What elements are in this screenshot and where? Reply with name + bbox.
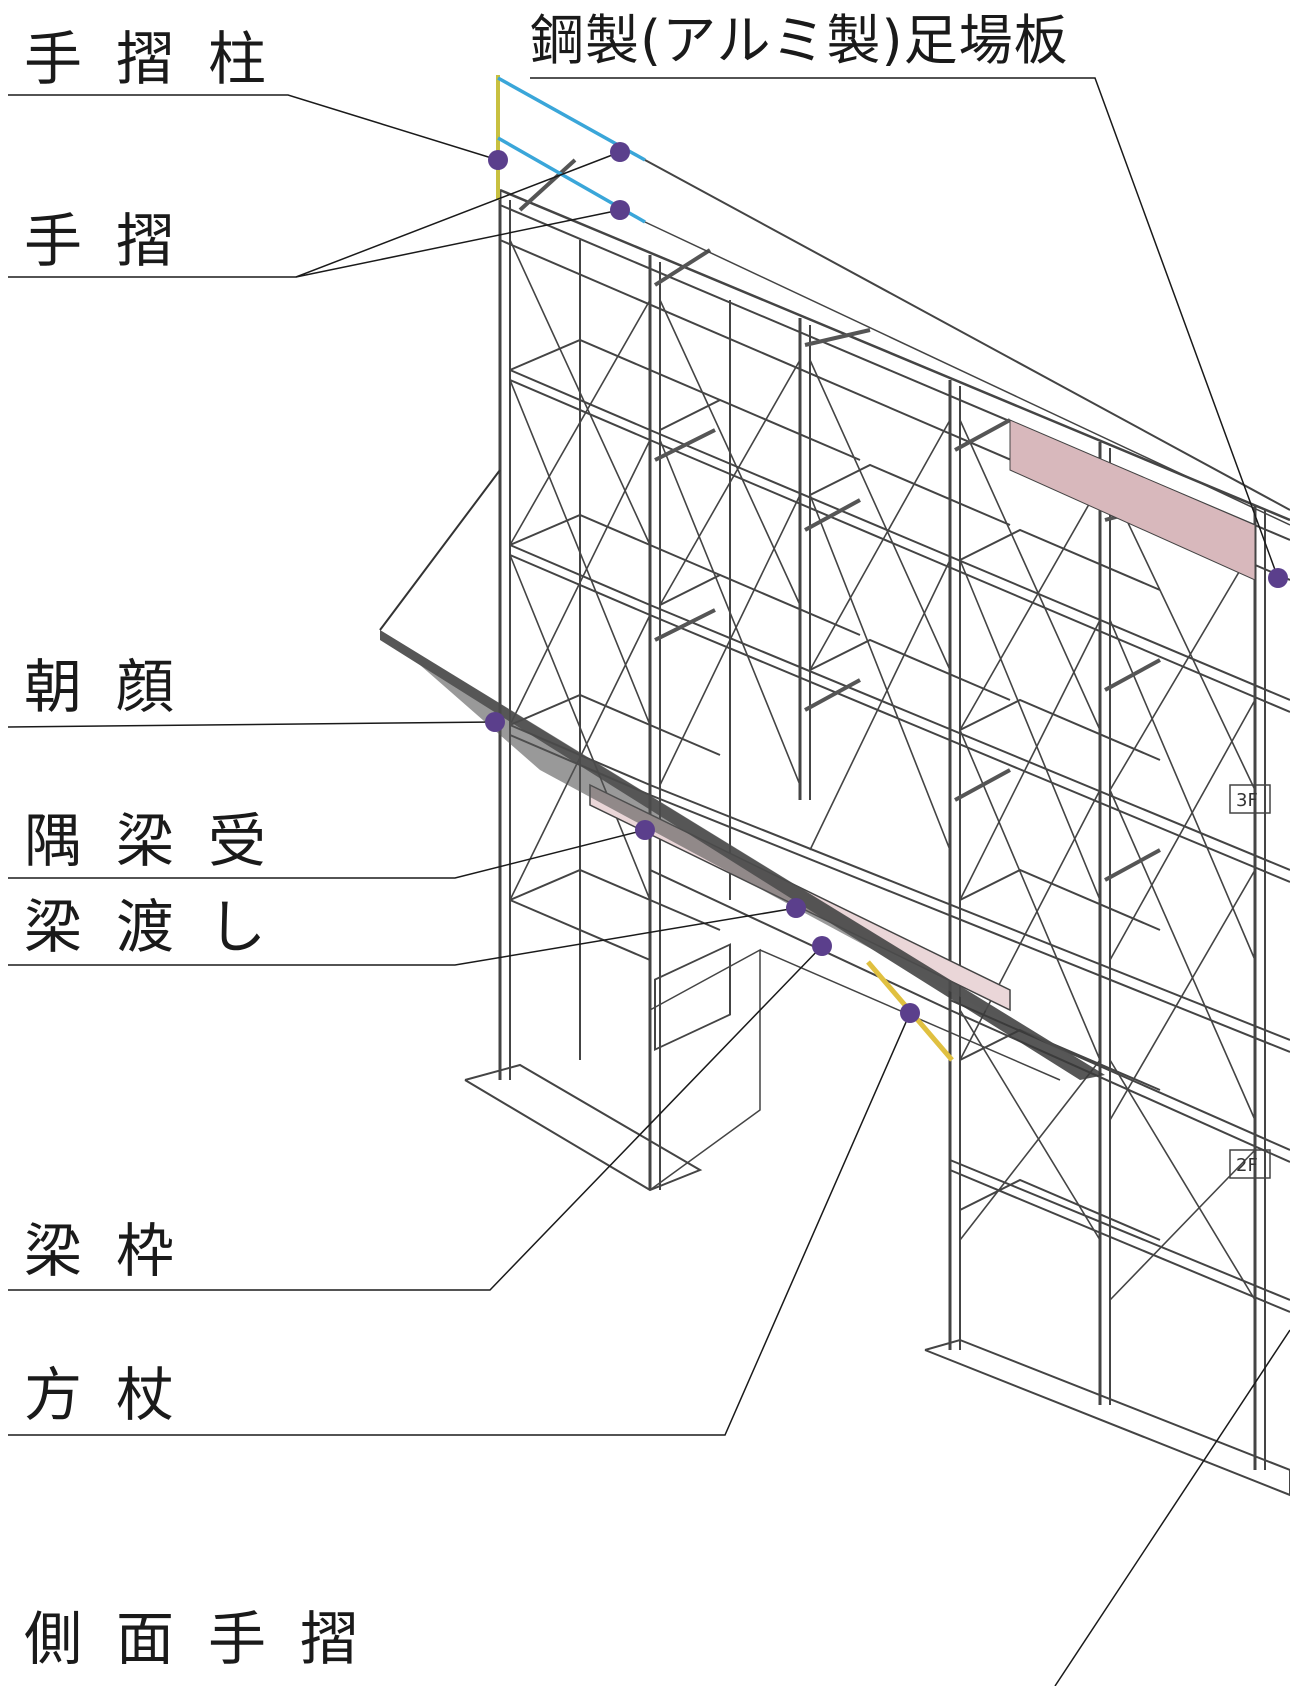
marker-harawaku [812,936,832,956]
marker-handrail-post [488,150,508,170]
marker-hari-watashi [786,898,806,918]
leader-lines [7,77,1290,1686]
marker-houzue [900,1003,920,1023]
marker-sumi-hariuke [635,820,655,840]
marker-asagao [485,712,505,732]
plank-highlight [1009,419,1256,581]
label-scaffold-plank: 鋼製(アルミ製)足場板 [530,9,1069,72]
scaffold-structure [464,158,1290,1497]
label-harawaku: 梁枠 [24,1217,209,1285]
label-asagao: 朝顔 [24,653,209,721]
label-hari-watashi: 梁渡し [24,893,301,961]
marker-ashibaita [1268,568,1288,588]
marker-handrail-mid [610,200,630,220]
floor-mark-3f: 3F [1236,790,1258,811]
label-houzue: 方杖 [24,1361,209,1429]
label-handrail: 手摺 [24,207,209,275]
label-handrail-post: 手摺柱 [24,25,301,93]
label-sumi-hariuke: 隅梁受 [24,807,301,875]
marker-handrail-top [610,142,630,162]
label-side-handrail: 側面手摺 [24,1605,393,1673]
floor-mark-2f: 2F [1236,1155,1258,1176]
markers [485,142,1288,1023]
